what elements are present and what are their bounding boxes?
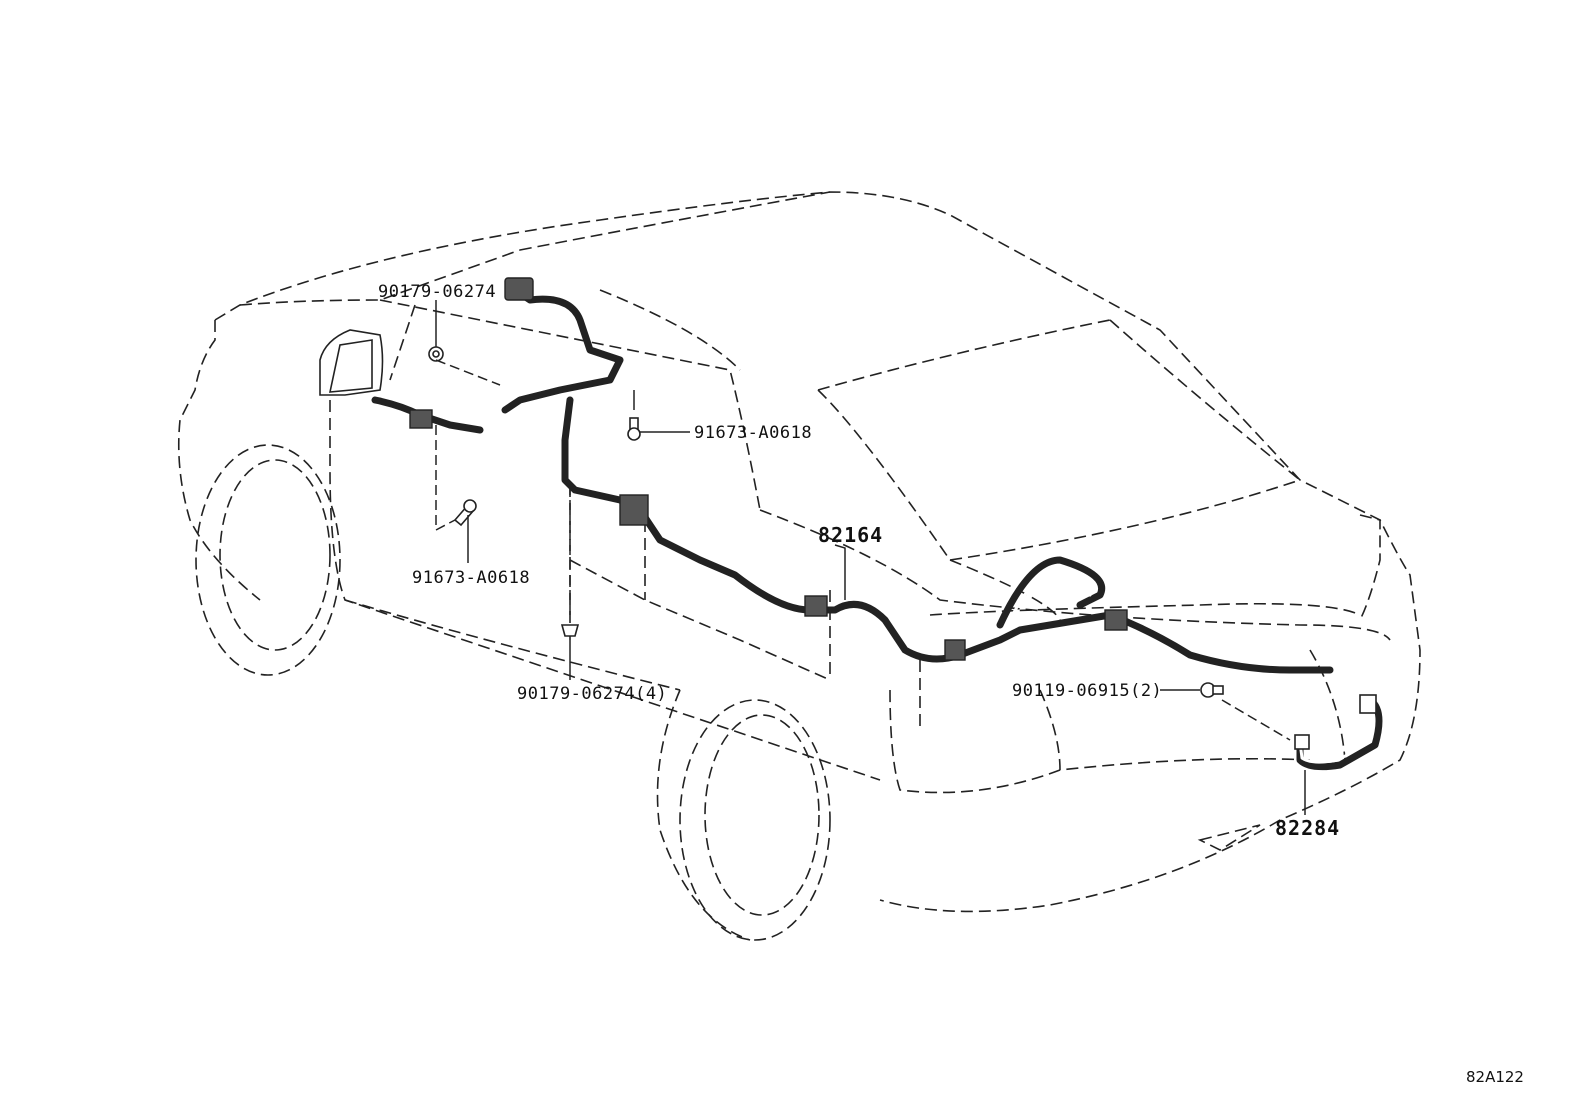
part-label-bolt-right: 91673-A0618 [694, 423, 813, 443]
connector-e [944, 639, 966, 661]
leader-lines [435, 300, 1306, 815]
part-label-clip-top: 90179-06274 [378, 282, 497, 302]
connector-b [409, 409, 433, 429]
main-harness-82164 [371, 277, 1334, 674]
clip-icon [560, 624, 580, 637]
part-label-harness-main: 82164 [818, 523, 884, 547]
part-label-bolt-rear: 90119-06915(2) [1012, 681, 1163, 701]
connector-a [504, 277, 534, 301]
bolt-icon [453, 499, 477, 527]
rear-connector [1359, 694, 1377, 714]
connector-d [804, 595, 828, 617]
part-label-harness-rear: 82284 [1275, 816, 1341, 840]
part-label-clip-bottom: 90179-06274(4) [517, 684, 668, 704]
bolt-icon [627, 417, 641, 441]
side-mirror [319, 329, 384, 396]
connector-c [619, 494, 649, 526]
part-label-bolt-left: 91673-A0618 [412, 568, 531, 588]
rear-bracket [1294, 734, 1310, 750]
fasteners [428, 346, 1224, 698]
rear-harness-82284 [1294, 694, 1383, 771]
car-body-outline [177, 191, 1421, 941]
clip-icon [428, 346, 444, 362]
bolt-icon [1200, 682, 1224, 698]
connector-f [1104, 609, 1128, 631]
figure-reference: 82A122 [1466, 1068, 1524, 1086]
